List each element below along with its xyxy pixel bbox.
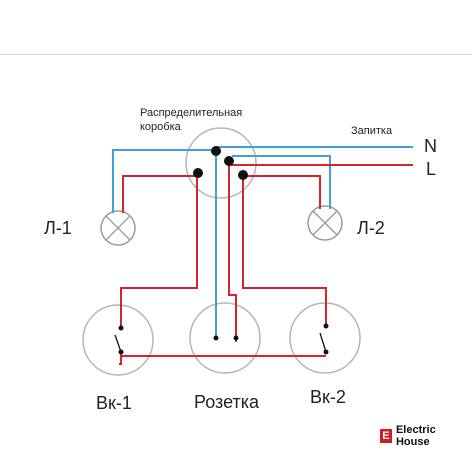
junction-node-n — [211, 146, 221, 156]
junction-node-lamp2 — [238, 170, 248, 180]
junction-node-lamp1 — [193, 168, 203, 178]
lamp-1 — [100, 210, 136, 246]
switch-2-label: Вк-2 — [310, 387, 346, 407]
brand-watermark: E Electric House — [380, 424, 472, 448]
socket-body — [189, 302, 261, 374]
supply-label: Запитка — [351, 125, 393, 137]
phase-wires — [119, 163, 413, 365]
socket-terminal-n — [213, 335, 219, 341]
lamp-2 — [307, 205, 343, 241]
socket-terminal-l — [233, 335, 239, 341]
lamp-1-label: Л-1 — [44, 218, 72, 238]
switch-1-label: Вк-1 — [96, 393, 132, 413]
brand-logo-icon: E — [380, 429, 392, 443]
junction-box-label-line2: коробка — [140, 121, 182, 133]
lamp-2-label: Л-2 — [357, 218, 385, 238]
neutral-label: N — [424, 136, 437, 156]
switch-1-body — [82, 304, 154, 376]
junction-box — [185, 127, 257, 199]
junction-node-l — [224, 156, 234, 166]
switch-1-contact — [114, 325, 124, 355]
line-label: L — [426, 159, 436, 179]
brand-name: Electric House — [395, 424, 436, 448]
socket-label: Розетка — [194, 392, 260, 412]
junction-box-label-line1: Распределительная — [140, 107, 242, 119]
neutral-wires — [112, 146, 413, 338]
top-divider — [0, 54, 472, 55]
switch-2-contact — [319, 323, 329, 355]
